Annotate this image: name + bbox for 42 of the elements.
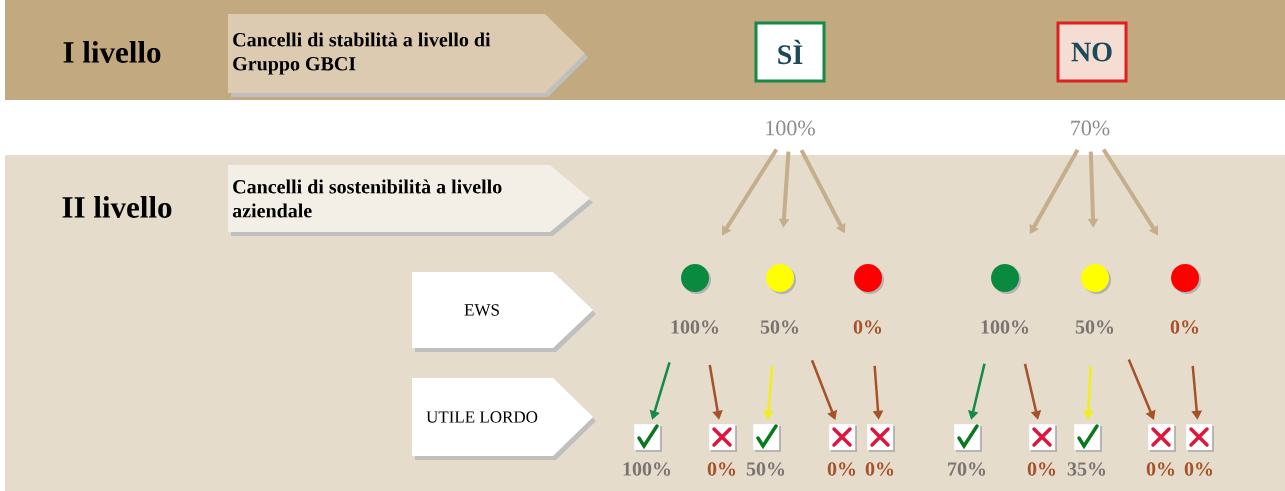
arrow-banner: Cancelli di sostenibilità a livello aziendale [228, 165, 593, 236]
cross-box [828, 423, 857, 452]
percent-label: 50% [760, 320, 799, 334]
percent-label: 100% [623, 462, 671, 476]
percent-label: 0% [827, 462, 856, 476]
cross-box [1185, 423, 1214, 452]
percent-label: 0% [865, 462, 894, 476]
answer-box: NO [1056, 21, 1128, 83]
status-dot [1171, 264, 1201, 294]
arrow [1127, 358, 1156, 420]
percent-label: 70% [1071, 120, 1110, 136]
cross-box [1028, 423, 1057, 452]
percent-label: 0% [1027, 462, 1056, 476]
status-dot [854, 264, 884, 294]
cross-box [708, 423, 737, 452]
checkmark-box [1073, 423, 1102, 452]
arrow-banner: EWS [412, 272, 596, 352]
percent-label: 100% [671, 320, 719, 334]
answer-box: SÌ [754, 21, 826, 83]
percent-label: 50% [746, 462, 785, 476]
percent-label: 50% [1075, 320, 1114, 334]
arrow-banner: UTILE LORDO [412, 378, 596, 460]
checkmark-box [953, 423, 982, 452]
percent-label: 0% [1170, 320, 1199, 334]
cross-box [1147, 423, 1176, 452]
cross-box [866, 423, 895, 452]
status-dot [991, 264, 1021, 294]
status-dot [766, 264, 796, 294]
percent-label: 100% [981, 320, 1029, 334]
status-dot [681, 264, 711, 294]
percent-label: 0% [1184, 462, 1213, 476]
percent-label: 0% [1146, 462, 1175, 476]
status-dot [1081, 264, 1111, 294]
arrow [810, 359, 838, 420]
percent-label: 70% [948, 462, 986, 476]
percent-label: 0% [707, 462, 736, 476]
checkmark-box [752, 423, 781, 452]
checkmark-box [633, 423, 662, 452]
percent-label: 0% [853, 320, 882, 334]
percent-label: 35% [1067, 462, 1106, 476]
percent-label: 100% [766, 120, 815, 136]
arrow-banner: Cancelli di stabilità a livello di Gruppo GBCI [228, 14, 588, 97]
